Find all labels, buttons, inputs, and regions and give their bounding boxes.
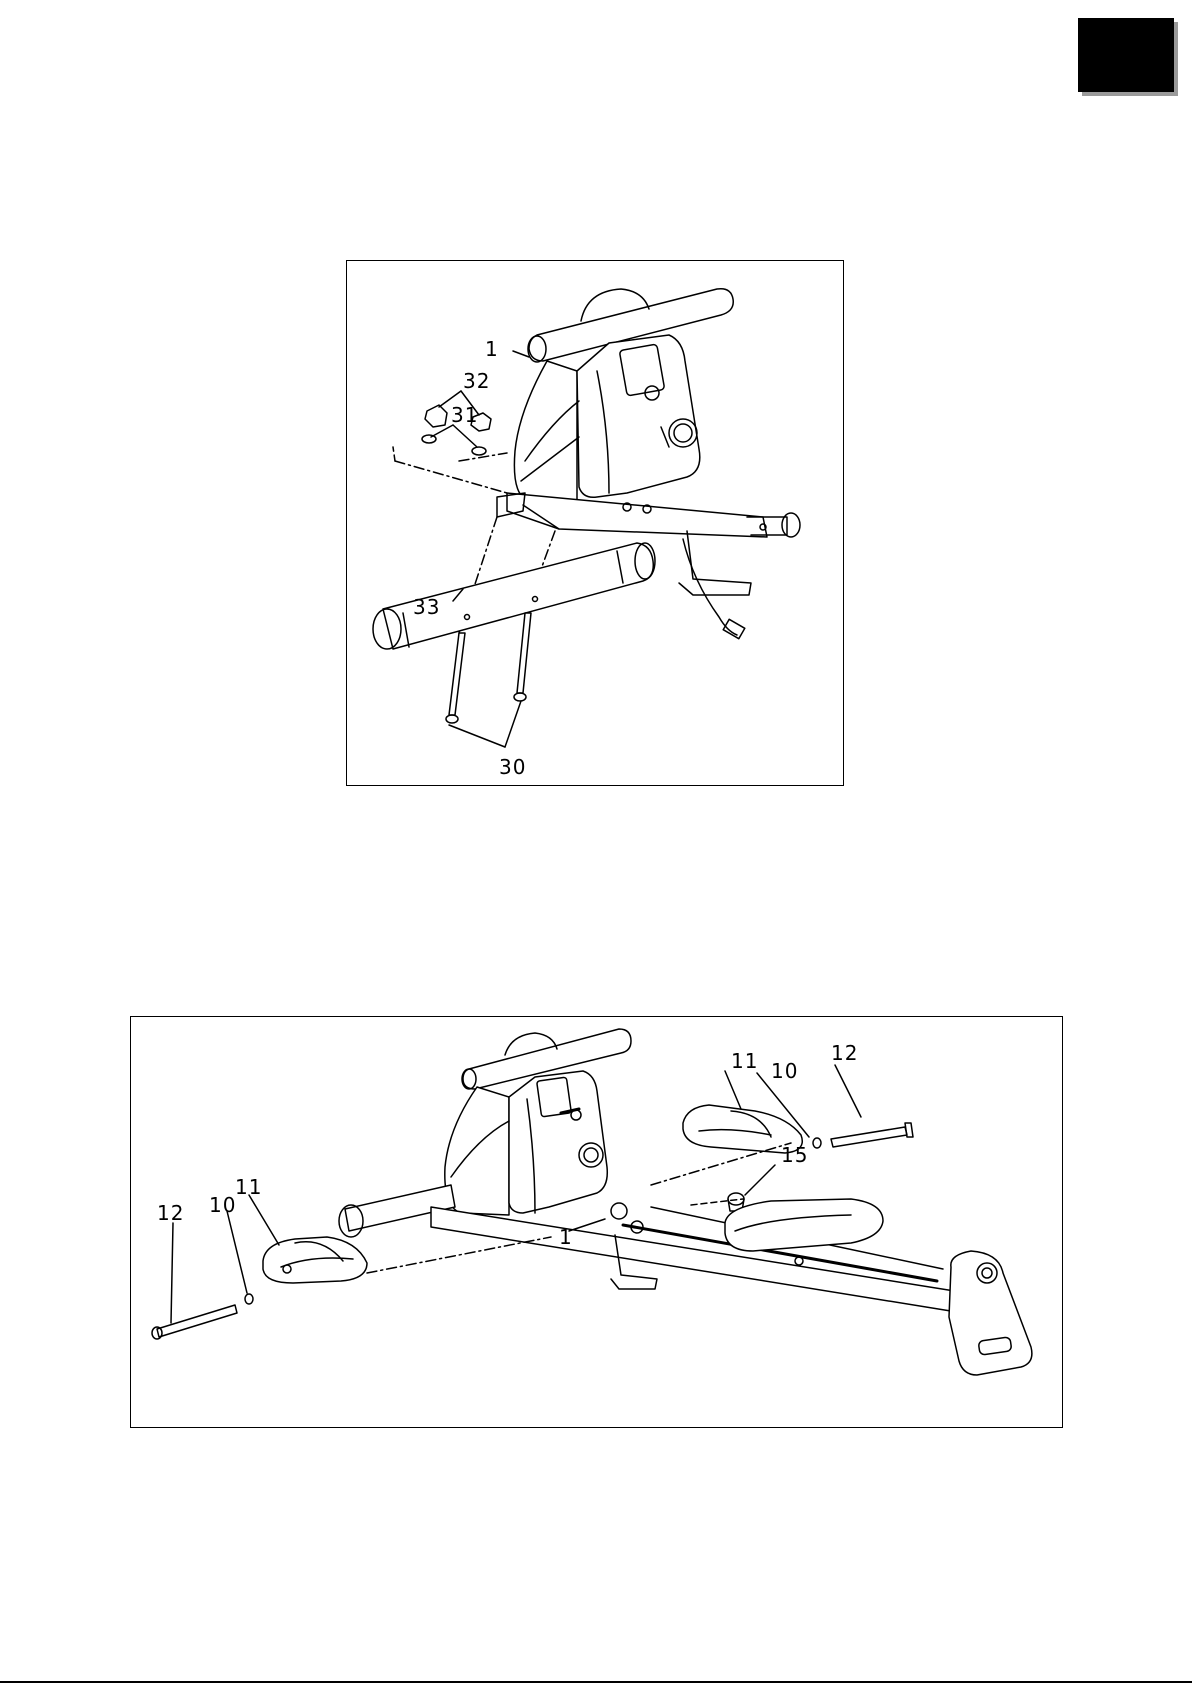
callout-part-33: 33 xyxy=(413,597,440,617)
figure-2-drawing xyxy=(131,1017,1062,1427)
figure-1-drawing xyxy=(347,261,843,785)
bottom-rule xyxy=(0,1681,1192,1683)
section-tab xyxy=(1078,18,1174,92)
callout-part-1: 1 xyxy=(559,1227,573,1247)
callout-part-12-left: 12 xyxy=(157,1203,184,1223)
callout-part-30: 30 xyxy=(499,757,526,777)
callout-part-10-left: 10 xyxy=(209,1195,236,1215)
callout-part-31: 31 xyxy=(451,405,478,425)
callout-part-1: 1 xyxy=(485,339,499,359)
callout-part-32: 32 xyxy=(463,371,490,391)
callout-part-11-right: 11 xyxy=(731,1051,758,1071)
assembly-figure-2: 11 10 12 15 1 11 10 12 xyxy=(130,1016,1063,1428)
callout-part-10-right: 10 xyxy=(771,1061,798,1081)
assembly-figure-1: 1 32 31 33 30 xyxy=(346,260,844,786)
callout-part-11-left: 11 xyxy=(235,1177,262,1197)
callout-part-12-right: 12 xyxy=(831,1043,858,1063)
callout-part-15: 15 xyxy=(781,1145,808,1165)
